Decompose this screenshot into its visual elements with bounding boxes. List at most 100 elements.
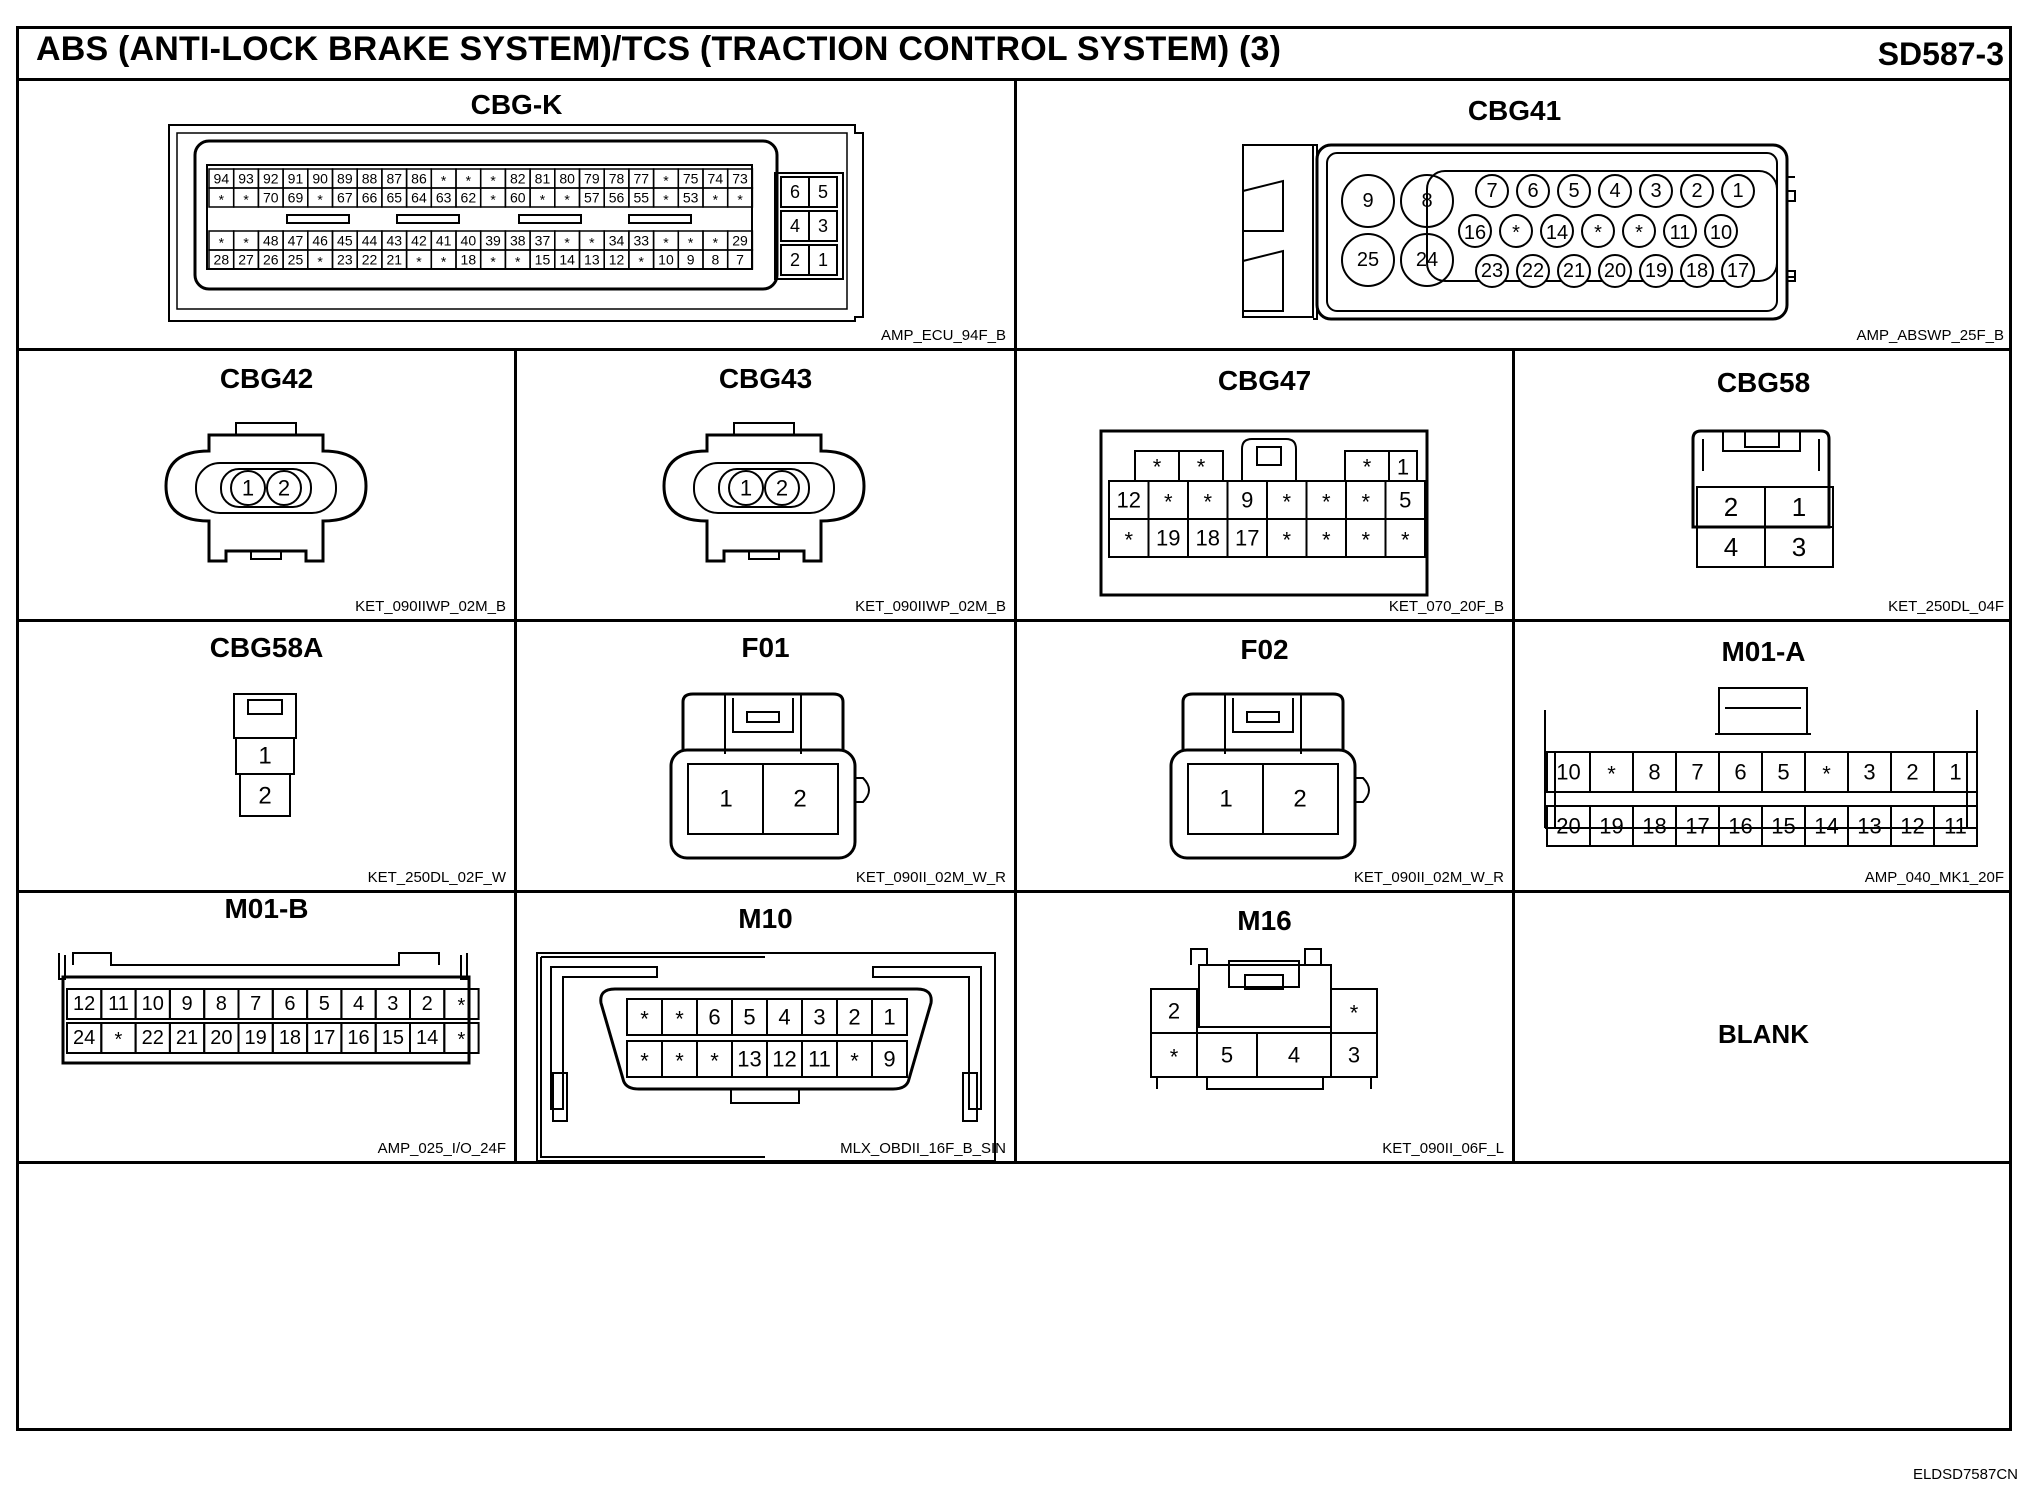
pin-label: 73 <box>732 171 748 187</box>
pin-label: 10 <box>1710 222 1732 244</box>
pin-label: 3 <box>387 993 398 1015</box>
pin-label: 13 <box>584 252 600 268</box>
connector-outline <box>1341 233 1395 287</box>
pin-label: 86 <box>411 171 427 187</box>
connector-outline <box>250 550 282 560</box>
pin-cell <box>871 1040 908 1078</box>
connector-outline <box>681 692 845 750</box>
grid-line <box>1512 348 1515 1161</box>
connector-outline <box>1704 214 1738 248</box>
pin-label: 13 <box>737 1047 761 1072</box>
pin-label: 81 <box>535 171 551 187</box>
connector-outline <box>61 975 471 1065</box>
pin-label: 22 <box>362 252 378 268</box>
pin-label: 2 <box>793 786 806 813</box>
pin-label: 75 <box>683 171 699 187</box>
pin-label: * <box>564 192 570 208</box>
pin-label: 18 <box>1642 814 1666 839</box>
pin-label: 39 <box>485 233 501 249</box>
pin-label: 9 <box>1362 190 1373 212</box>
connector-type: AMP_025_I/O_24F <box>377 1140 506 1157</box>
connector-outline <box>220 468 312 508</box>
connector-outline <box>164 433 368 563</box>
pin-label: 7 <box>736 252 744 268</box>
connector-type: KET_250DL_02F_W <box>367 869 506 886</box>
pin-label: 2 <box>1724 492 1738 522</box>
pin-cell <box>726 187 754 208</box>
pin-label: 11 <box>108 993 129 1015</box>
connector-outline <box>195 462 337 514</box>
pin-label: 1 <box>1949 760 1961 785</box>
pin-label: 2 <box>422 993 433 1015</box>
pin-label: 2 <box>278 476 290 501</box>
pin-label: 11 <box>1670 222 1691 244</box>
connector-outline <box>1639 174 1673 208</box>
pin-label: 5 <box>319 993 330 1015</box>
pin-label: * <box>540 192 546 208</box>
connector-outline <box>1721 254 1755 288</box>
pin-label: * <box>416 254 422 270</box>
pin-cell <box>1764 526 1834 568</box>
connector-outline <box>266 470 302 506</box>
connector-type: KET_090IIWP_02M_B <box>355 598 506 615</box>
pin-label: * <box>219 192 225 208</box>
pin-label: 12 <box>1117 488 1141 513</box>
pin-label: 17 <box>1685 814 1709 839</box>
connector-outline <box>1206 1077 1324 1090</box>
connector-outline <box>746 711 780 723</box>
connector-outline <box>872 966 982 1110</box>
connector-name: CBG43 <box>718 363 813 394</box>
connector-outline <box>1330 1032 1378 1078</box>
pin-label: 41 <box>436 233 452 249</box>
pin-label: * <box>1170 1045 1179 1070</box>
pin-cell <box>443 1022 480 1054</box>
connector-outline <box>730 1088 800 1104</box>
pin-label: 10 <box>658 252 674 268</box>
pin-label: 25 <box>1357 249 1379 271</box>
connector-outline <box>1680 254 1714 288</box>
pin-label: 8 <box>711 252 719 268</box>
pin-cell <box>808 176 838 208</box>
pin-cell <box>443 988 480 1020</box>
connector-type: KET_090II_06F_L <box>1382 1140 1504 1157</box>
connector-name: CBG41 <box>1467 95 1562 126</box>
connector-outline <box>176 132 848 310</box>
pin-label: 16 <box>347 1027 369 1049</box>
pin-label: * <box>639 254 645 270</box>
connector-outline <box>550 966 658 1110</box>
pin-label: * <box>458 995 466 1017</box>
pin-label: 17 <box>1235 526 1259 551</box>
connector-outline <box>1242 144 1314 318</box>
pin-label: * <box>219 235 225 251</box>
pin-label: 87 <box>386 171 402 187</box>
pin-label: 9 <box>883 1047 895 1072</box>
connector-type: AMP_040_MK1_20F <box>1864 869 2004 886</box>
pin-label: 12 <box>1900 814 1924 839</box>
pin-label: 8 <box>1648 760 1660 785</box>
pin-label: 11 <box>808 1047 831 1072</box>
pin-label: * <box>441 254 447 270</box>
pin-label: 88 <box>362 171 378 187</box>
pin-label: 79 <box>584 171 600 187</box>
connector-outline <box>1355 777 1370 803</box>
pin-label: 1 <box>258 743 271 770</box>
connector-blank: BLANK <box>1515 893 2012 1161</box>
connector-outline <box>962 1072 978 1122</box>
connector-outline <box>1691 429 1831 529</box>
pin-label: 20 <box>210 1027 232 1049</box>
connector-name: CBG-K <box>470 89 563 120</box>
pin-label: 29 <box>732 233 748 249</box>
connector-outline <box>1315 143 1789 321</box>
pin-label: * <box>1153 455 1162 480</box>
pin-label: * <box>675 1007 684 1032</box>
pin-label: * <box>1282 528 1291 553</box>
connector-name: F01 <box>741 632 790 663</box>
connector-name: F02 <box>1240 634 1289 665</box>
pin-label: * <box>713 235 719 251</box>
